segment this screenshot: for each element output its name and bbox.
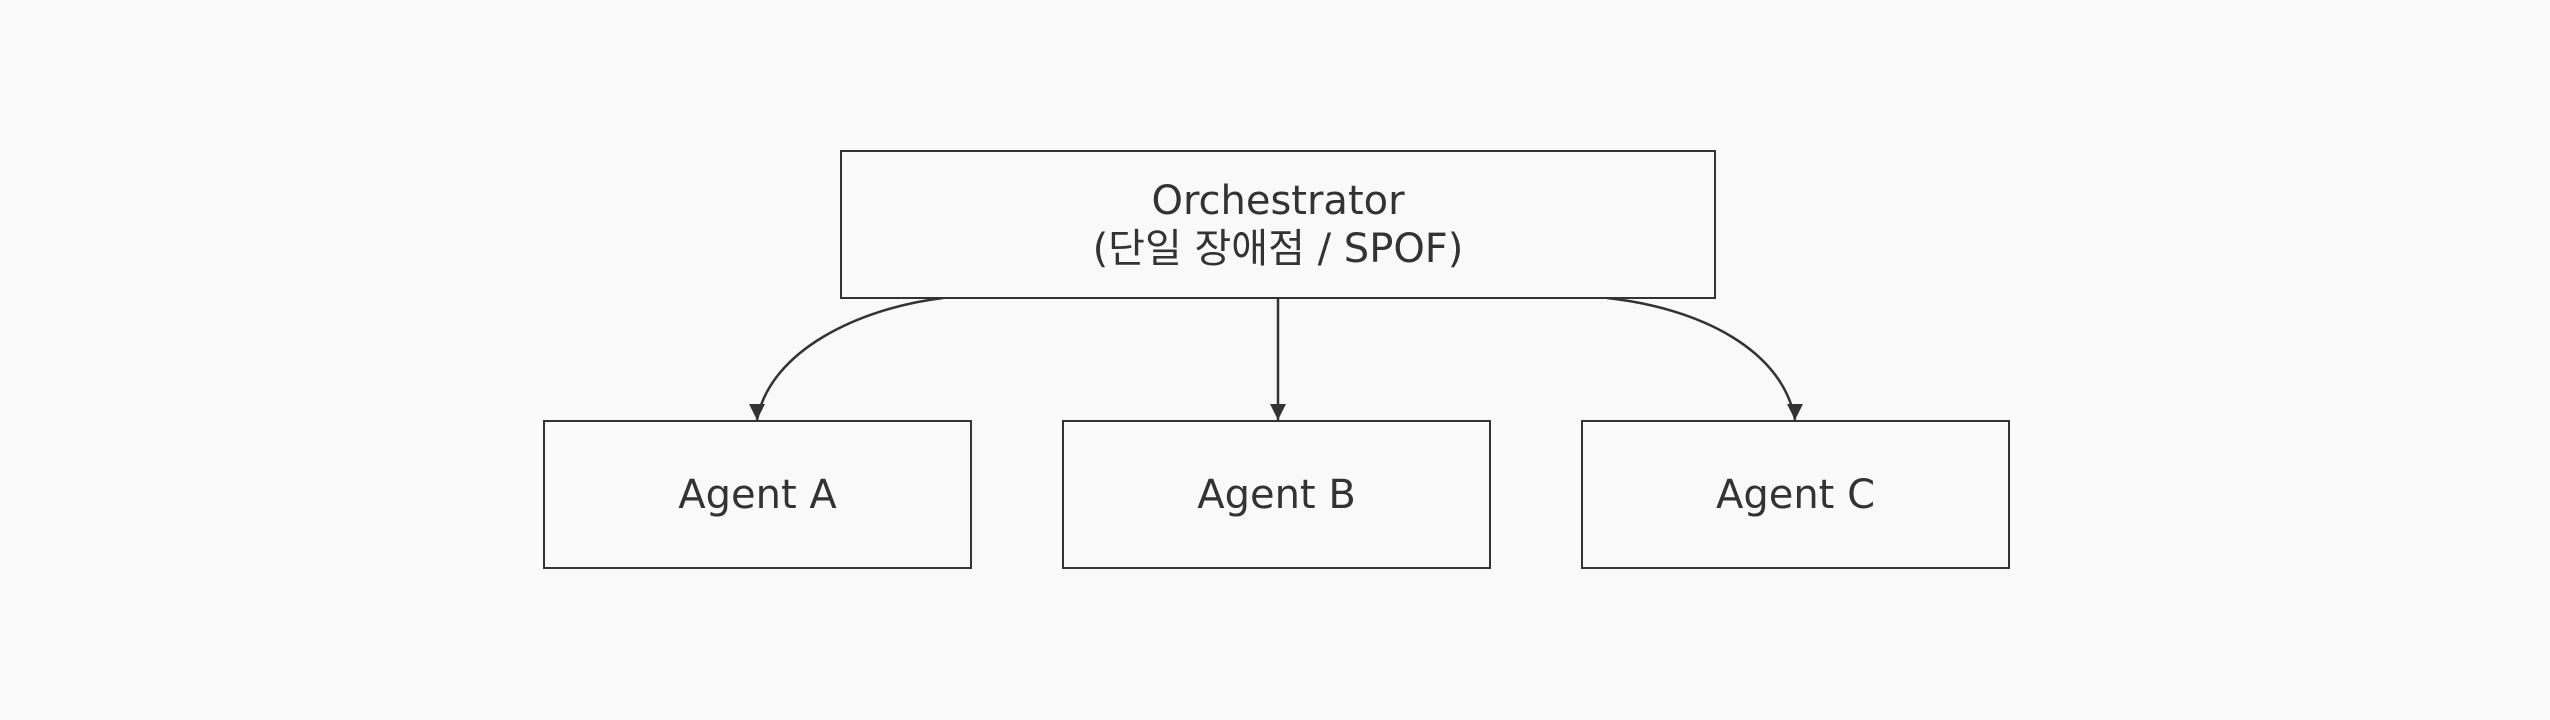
edge-orchestrator-to-agent-a [755, 296, 944, 421]
edge-orchestrator-to-agent-c [1606, 296, 1797, 421]
orchestrator-subtitle: (단일 장애점 / SPOF) [1092, 225, 1464, 272]
agent-c-label: Agent C [1715, 471, 1876, 518]
orchestrator-node: Orchestrator (단일 장애점 / SPOF) [840, 150, 1716, 299]
agent-a-node: Agent A [543, 420, 972, 569]
agent-b-label: Agent B [1197, 471, 1356, 518]
orchestrator-title: Orchestrator [1151, 177, 1405, 224]
arrowhead-agent-c [1787, 404, 1803, 420]
agent-b-node: Agent B [1062, 420, 1491, 569]
agent-c-node: Agent C [1581, 420, 2010, 569]
arrowhead-agent-a [749, 404, 765, 420]
arrowhead-agent-b [1270, 404, 1286, 420]
agent-a-label: Agent A [678, 471, 837, 518]
